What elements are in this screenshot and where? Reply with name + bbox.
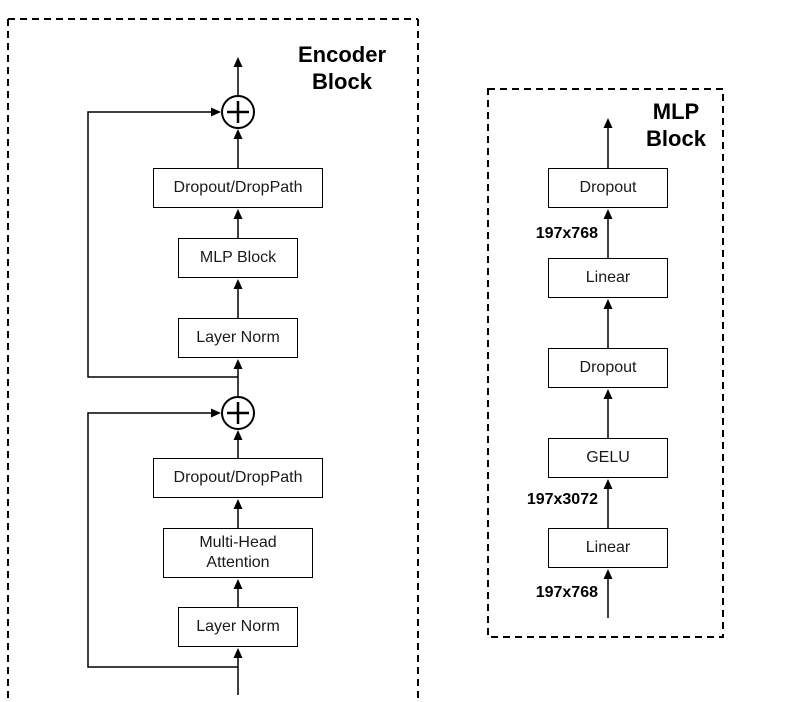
mlp-node-gelu: GELU: [548, 438, 668, 478]
dim-label-197x768-upper: 197x768: [535, 225, 598, 242]
encoder-node-multi-head-attention: Multi-Head Attention: [163, 528, 313, 578]
encoder-title-line2: Block: [312, 69, 372, 94]
mlp-title-line1: MLP: [652, 99, 700, 124]
dim-label-197x3072: 197x3072: [526, 491, 598, 508]
encoder-block-border: [7, 18, 419, 702]
mlp-title-line2: Block: [646, 126, 706, 151]
mlp-node-dropout-middle: Dropout: [548, 348, 668, 388]
skip-connection-bottom: [87, 408, 238, 668]
mlp-node-linear-upper: Linear: [548, 258, 668, 298]
mlp-arrows: [603, 118, 613, 618]
dim-label-197x768-lower: 197x768: [535, 584, 598, 601]
encoder-node-dropout-droppath-lower: Dropout/DropPath: [153, 458, 323, 498]
encoder-node-layer-norm-lower: Layer Norm: [178, 607, 298, 647]
mlp-node-linear-lower: Linear: [548, 528, 668, 568]
encoder-block-title: Encoder Block: [267, 41, 417, 95]
add-icon: [221, 396, 255, 430]
mlp-node-dropout-top: Dropout: [548, 168, 668, 208]
skip-connection-top: [87, 107, 238, 378]
encoder-arrows: [233, 57, 243, 695]
mlp-block-border: [487, 88, 724, 638]
mlp-block-title: MLP Block: [601, 98, 751, 152]
encoder-node-layer-norm-upper: Layer Norm: [178, 318, 298, 358]
encoder-node-mlp-block: MLP Block: [178, 238, 298, 278]
encoder-node-dropout-droppath-upper: Dropout/DropPath: [153, 168, 323, 208]
add-icon: [221, 95, 255, 129]
encoder-title-line1: Encoder: [297, 42, 387, 67]
